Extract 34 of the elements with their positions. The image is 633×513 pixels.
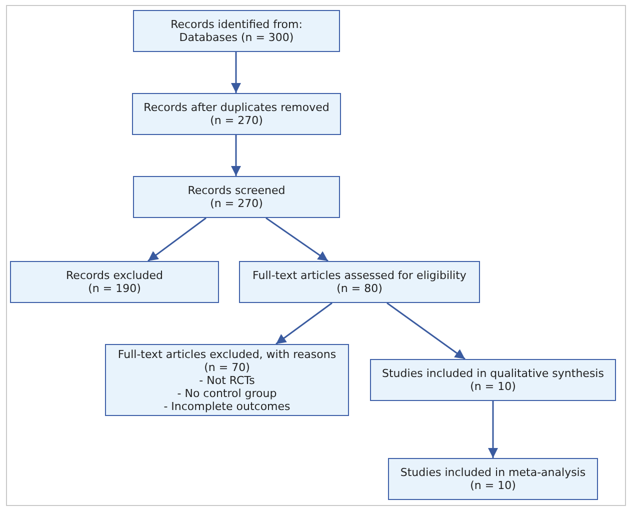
box-text: Records screened: [188, 184, 286, 197]
box-text: Records excluded: [66, 269, 163, 282]
box-text: (n = 190): [88, 282, 141, 295]
box-text: - Not RCTs: [199, 374, 255, 386]
arrow: [148, 217, 206, 262]
arrow: [276, 302, 332, 345]
box-text: Studies included in meta-analysis: [400, 466, 586, 479]
box-text: - No control group: [177, 386, 277, 400]
box-text: Records identified from:: [170, 18, 302, 31]
arrow: [266, 217, 328, 262]
box-text: Records after duplicates removed: [144, 101, 330, 114]
process-box: [388, 458, 598, 500]
process-box: [370, 359, 616, 401]
process-box: [10, 261, 219, 303]
arrow: [231, 52, 241, 93]
process-box: [133, 10, 340, 52]
box-text: (n = 80): [336, 282, 382, 295]
box-text: Databases (n = 300): [179, 31, 294, 44]
box-text: - Incomplete outcomes: [164, 400, 290, 412]
process-box: [105, 344, 349, 416]
process-box: [133, 176, 340, 218]
arrow: [231, 135, 241, 176]
box-text: (n = 10): [470, 479, 516, 492]
box-text: Studies included in qualitative synthesis: [382, 367, 604, 380]
box-text: (n = 270): [210, 114, 263, 127]
process-box: [239, 261, 480, 303]
arrow: [488, 401, 498, 458]
process-box: [132, 93, 341, 135]
arrow: [386, 302, 466, 360]
box-text: Full-text articles excluded, with reasons: [118, 348, 336, 360]
box-text: (n = 10): [470, 380, 516, 393]
box-text: (n = 270): [210, 197, 263, 210]
box-text: (n = 70): [204, 360, 250, 374]
box-text: Full-text articles assessed for eligibility: [252, 269, 466, 282]
